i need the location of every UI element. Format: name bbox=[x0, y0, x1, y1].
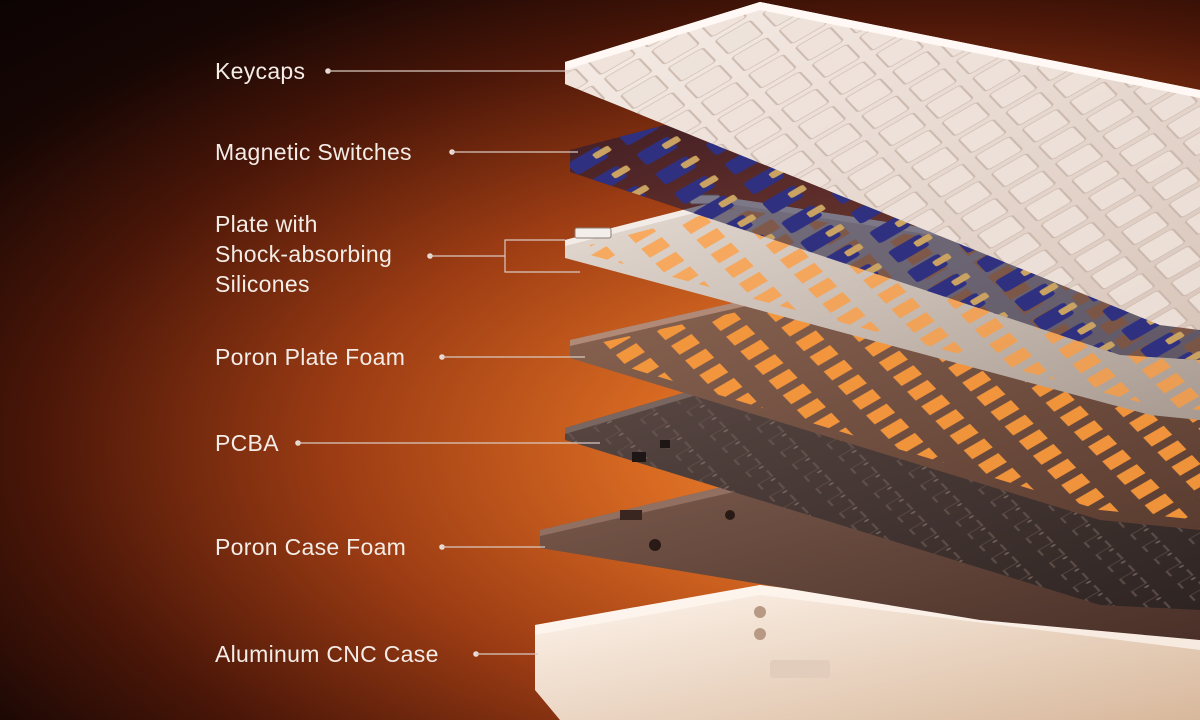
label-plate-with-silicones: Plate with Shock-absorbing Silicones bbox=[215, 209, 435, 299]
label-keycaps: Keycaps bbox=[215, 58, 306, 84]
leader-keycaps bbox=[325, 68, 570, 74]
pcba-layer bbox=[565, 388, 1200, 610]
leader-lines bbox=[295, 68, 600, 657]
leader-plate bbox=[427, 239, 580, 273]
label-poron-plate-foam: Poron Plate Foam bbox=[215, 344, 406, 370]
leader-switches bbox=[449, 149, 578, 155]
leader-plate-foam bbox=[439, 354, 585, 360]
leader-case-foam bbox=[439, 544, 545, 550]
label-aluminum-cnc-case: Aluminum CNC Case bbox=[215, 641, 439, 667]
label-plate-line3: Silicones bbox=[215, 271, 310, 297]
label-plate-line1: Plate with bbox=[215, 211, 318, 237]
label-magnetic-switches: Magnetic Switches bbox=[215, 139, 412, 165]
keycaps-layer bbox=[565, 2, 1200, 330]
leader-case bbox=[473, 651, 538, 657]
label-plate-line2: Shock-absorbing bbox=[215, 241, 393, 267]
leader-pcba bbox=[295, 440, 600, 446]
poron-case-foam-layer bbox=[540, 478, 1200, 640]
label-poron-case-foam: Poron Case Foam bbox=[215, 534, 407, 560]
aluminum-case-layer bbox=[535, 585, 1200, 720]
label-pcba: PCBA bbox=[215, 430, 279, 456]
